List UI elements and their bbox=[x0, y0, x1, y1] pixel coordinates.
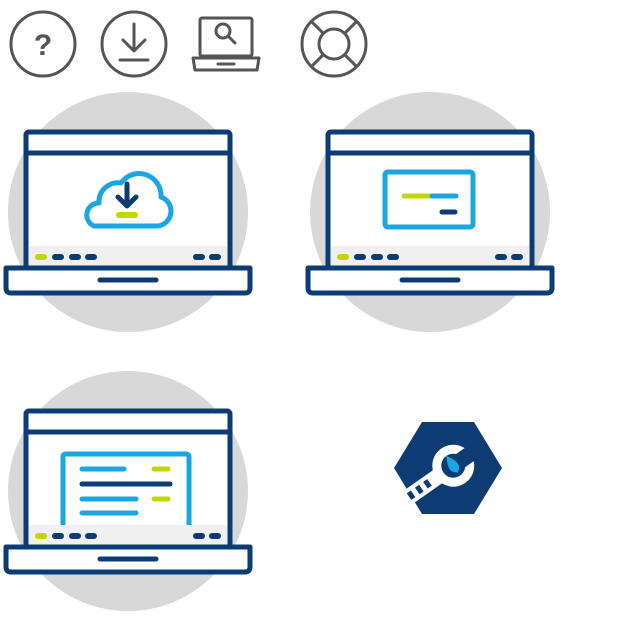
laptop-cloud-download-illustration bbox=[0, 90, 260, 340]
lifebuoy-icon[interactable] bbox=[299, 10, 369, 80]
laptop-card-illustration bbox=[302, 90, 562, 340]
laptop-document-illustration bbox=[0, 369, 260, 619]
download-icon[interactable] bbox=[99, 10, 169, 80]
svg-text:?: ? bbox=[34, 29, 52, 62]
help-icon[interactable]: ? bbox=[8, 10, 78, 80]
wrench-hexagon-badge-icon bbox=[390, 418, 506, 522]
laptop-search-icon[interactable] bbox=[190, 14, 262, 76]
